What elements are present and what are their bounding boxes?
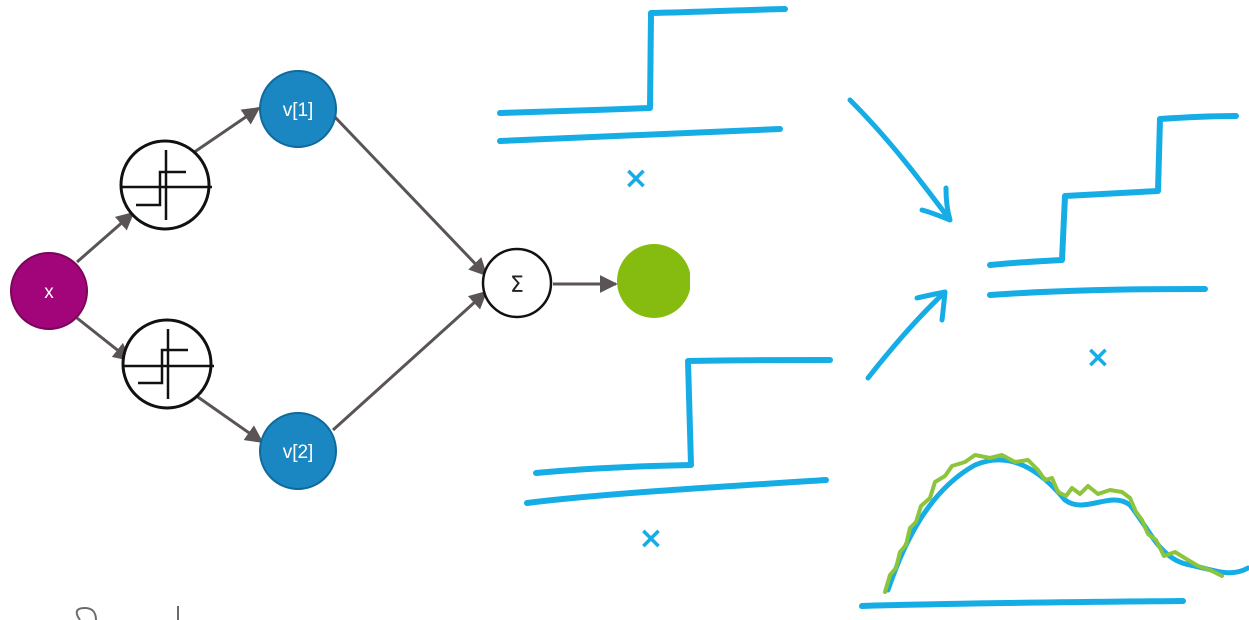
sketch-arrow-down xyxy=(847,97,953,223)
edge-v1-to-sum xyxy=(331,113,488,277)
network-edges xyxy=(76,106,618,444)
sketch-x-mark-staircase: × xyxy=(1085,340,1110,375)
sketch-arrow-up xyxy=(865,289,948,381)
sketch-axis-curve xyxy=(859,598,1186,609)
sum-node-label: Σ xyxy=(510,273,524,298)
edge-x-to-step2 xyxy=(76,316,132,362)
sketch-x-mark-bottom: × xyxy=(638,521,663,556)
weight-node-v2-label: v[2] xyxy=(283,442,314,463)
sketch-smooth-curve xyxy=(859,453,1249,609)
weight-node-v1: v[1] xyxy=(259,70,337,148)
sketch-approximation-curve xyxy=(883,453,1224,594)
edge-step1-to-v1 xyxy=(189,106,261,157)
sketch-arrows xyxy=(847,97,953,381)
step-activation-1 xyxy=(119,139,212,231)
cropped-caption-fragment xyxy=(75,606,179,620)
sum-node: Σ xyxy=(481,247,553,319)
input-node-circle xyxy=(10,252,88,330)
output-node xyxy=(617,240,702,324)
sketch-axis-staircase xyxy=(987,286,1208,298)
input-node-label: x xyxy=(44,282,54,303)
step-activation-2 xyxy=(121,318,214,410)
weight-node-v1-label: v[1] xyxy=(283,100,314,121)
step-function-icon xyxy=(122,150,212,220)
weight-node-v2: v[2] xyxy=(259,412,337,490)
sketch-target-curve xyxy=(885,457,1249,593)
sketch-step-top xyxy=(497,6,788,144)
step-function-icon xyxy=(124,329,214,399)
sketch-axis-top xyxy=(497,126,783,144)
sketch-staircase xyxy=(987,113,1239,298)
edge-x-to-step1 xyxy=(76,211,135,264)
sketch-axis-bottom xyxy=(524,477,829,506)
sketch-x-mark-top: × xyxy=(623,161,648,196)
sketch-step-bottom xyxy=(524,357,833,506)
input-node-x: x xyxy=(10,252,88,330)
edge-v2-to-sum xyxy=(331,290,488,432)
edge-step2-to-v2 xyxy=(194,393,264,444)
